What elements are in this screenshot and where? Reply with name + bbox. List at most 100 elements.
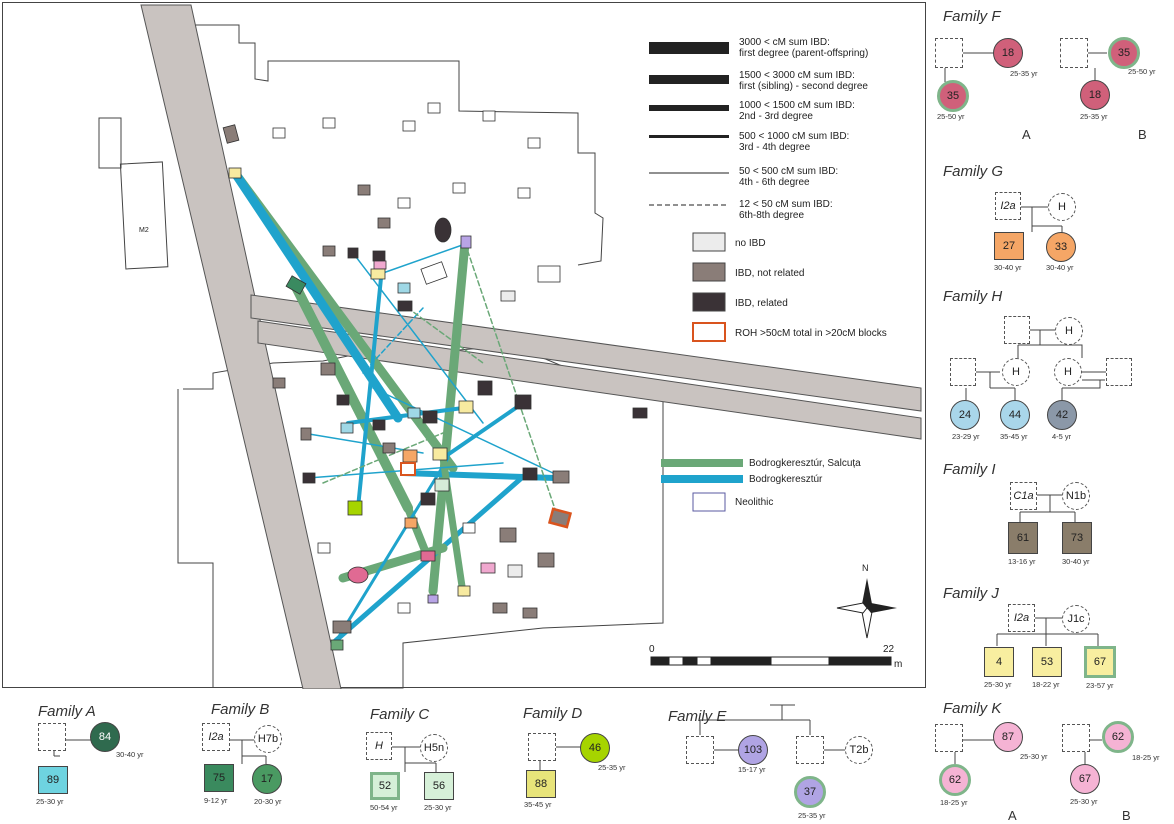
family-e-title: Family E xyxy=(668,708,727,725)
family-f-node-35: 35 xyxy=(937,80,969,112)
family-c-age-52: 50-54 yr xyxy=(370,803,398,812)
family-a-father xyxy=(38,723,66,751)
family-f-age-35: 25-50 yr xyxy=(937,112,965,121)
family-i-node-61: 61 xyxy=(1008,522,1038,554)
family-j-title: Family J xyxy=(943,585,999,602)
family-g-age-33: 30-40 yr xyxy=(1046,263,1074,272)
family-d-title: Family D xyxy=(523,705,583,722)
family-h-age-42: 4-5 yr xyxy=(1052,432,1072,441)
family-h-grandfather xyxy=(1004,316,1030,344)
family-b-node-75: 75 xyxy=(204,764,234,792)
family-c-node-52: 52 xyxy=(370,772,400,800)
cemetery-map: 3000 < cM sum IBD:first degree (parent-o… xyxy=(2,2,926,689)
family-a-title: Family A xyxy=(38,703,96,720)
family-g-title: Family G xyxy=(943,163,1003,180)
family-g-mother: H xyxy=(1048,193,1076,221)
scale-unit: m xyxy=(894,659,903,670)
family-c-father: H xyxy=(366,732,392,760)
family-j-mother: J1c xyxy=(1062,605,1090,633)
family-e-father xyxy=(686,736,714,764)
family-f-sub-a: A xyxy=(1022,127,1031,142)
road-east-2 xyxy=(257,320,922,440)
legend-roh: ROH >50cM total in >20cM blocks xyxy=(735,328,887,339)
family-k-node-62: 62 xyxy=(939,764,971,796)
family-f-age-35b: 25-50 yr xyxy=(1128,67,1156,76)
family-k-b-father xyxy=(1062,724,1090,752)
family-d-father xyxy=(528,733,556,761)
family-b-title: Family B xyxy=(211,701,270,718)
family-c-age-56: 25-30 yr xyxy=(424,803,452,812)
legend-ibd-6: 12 < 50 cM sum IBD:6th-8th degree xyxy=(739,199,833,221)
family-k-a-father xyxy=(935,724,963,752)
legend-culture-2: Bodrogkeresztúr xyxy=(749,474,823,485)
legend-ibd-1: 3000 < cM sum IBD:first degree (parent-o… xyxy=(739,37,869,59)
legend-ibd-4: 500 < 1000 cM sum IBD:3rd - 4th degree xyxy=(739,131,850,153)
family-b-mother: H7b xyxy=(254,725,282,753)
family-h-age-24: 23-29 yr xyxy=(952,432,980,441)
family-e-age-103: 15-17 yr xyxy=(738,765,766,774)
family-h-title: Family H xyxy=(943,288,1003,305)
family-f-age-18: 25-35 yr xyxy=(1010,69,1038,78)
family-f-node-35b: 35 xyxy=(1108,37,1140,69)
family-a-age-84: 30-40 yr xyxy=(116,750,144,759)
family-j-node-67: 67 xyxy=(1084,646,1116,678)
family-e-father-2 xyxy=(796,736,824,764)
legend-culture-3: Neolithic xyxy=(735,497,774,508)
family-h-node-24: 24 xyxy=(950,400,980,430)
map-svg xyxy=(98,4,922,689)
family-i-node-73: 73 xyxy=(1062,522,1092,554)
family-i-father: C1a xyxy=(1010,482,1037,510)
family-d-age-88: 35-45 yr xyxy=(524,800,552,809)
scale-end: 22 xyxy=(883,644,895,655)
family-k-age-62: 18-25 yr xyxy=(940,798,968,807)
family-d-age-46: 25-35 yr xyxy=(598,763,626,772)
family-h-mother-1: H xyxy=(1002,358,1030,386)
family-i-age-61: 13-16 yr xyxy=(1008,557,1036,566)
family-f-a-father xyxy=(935,38,963,68)
family-d-node-88: 88 xyxy=(526,770,556,798)
family-j-node-4: 4 xyxy=(984,647,1014,677)
family-i-title: Family I xyxy=(943,461,996,478)
family-h-father-2 xyxy=(1106,358,1132,386)
family-k-sub-a: A xyxy=(1008,808,1017,823)
family-f-title: Family F xyxy=(943,8,1001,25)
family-k-node-87: 87 xyxy=(993,722,1023,752)
family-h-grandmother: H xyxy=(1055,317,1083,345)
north-arrow-icon xyxy=(836,578,897,639)
family-b-father: I2a xyxy=(202,723,230,751)
excavation-outline-left xyxy=(177,389,214,688)
legend-line-samples xyxy=(649,42,729,206)
family-h-father-1 xyxy=(950,358,976,386)
family-j-age-4: 25-30 yr xyxy=(984,680,1012,689)
family-f-b-father xyxy=(1060,38,1088,68)
family-e-node-37: 37 xyxy=(794,776,826,808)
family-k-age-67: 25-30 yr xyxy=(1070,797,1098,806)
family-a-node-89: 89 xyxy=(38,766,68,794)
family-j-age-67: 23-57 yr xyxy=(1086,681,1114,690)
family-g-node-27: 27 xyxy=(994,232,1024,260)
family-g-age-27: 30-40 yr xyxy=(994,263,1022,272)
family-c-node-56: 56 xyxy=(424,772,454,800)
family-h-age-44: 35-45 yr xyxy=(1000,432,1028,441)
family-k-age-62b: 18-25 yr xyxy=(1132,753,1160,762)
family-j-age-53: 18-22 yr xyxy=(1032,680,1060,689)
family-e-node-103: 103 xyxy=(738,735,768,765)
family-b-age-75: 9-12 yr xyxy=(204,796,228,805)
family-f-node-18b: 18 xyxy=(1080,80,1110,110)
scale-start: 0 xyxy=(649,644,655,655)
legend-culture-samples xyxy=(661,459,743,512)
graves xyxy=(222,102,648,651)
legend-ibd-5: 50 < 500 cM sum IBD:4th - 6th degree xyxy=(739,166,839,188)
family-k-node-67: 67 xyxy=(1070,764,1100,794)
excavation-outline-north xyxy=(173,24,604,266)
family-k-title: Family K xyxy=(943,700,1002,717)
family-f-node-18: 18 xyxy=(993,38,1023,68)
family-e-age-37: 25-35 yr xyxy=(798,811,826,820)
family-a-node-84: 84 xyxy=(90,722,120,752)
family-b-node-17: 17 xyxy=(252,764,282,794)
north-label: N xyxy=(862,563,869,573)
family-i-age-73: 30-40 yr xyxy=(1062,557,1090,566)
family-k-age-87: 25-30 yr xyxy=(1020,752,1048,761)
family-j-node-53: 53 xyxy=(1032,647,1062,677)
legend-ibd-not-related: IBD, not related xyxy=(735,268,805,279)
